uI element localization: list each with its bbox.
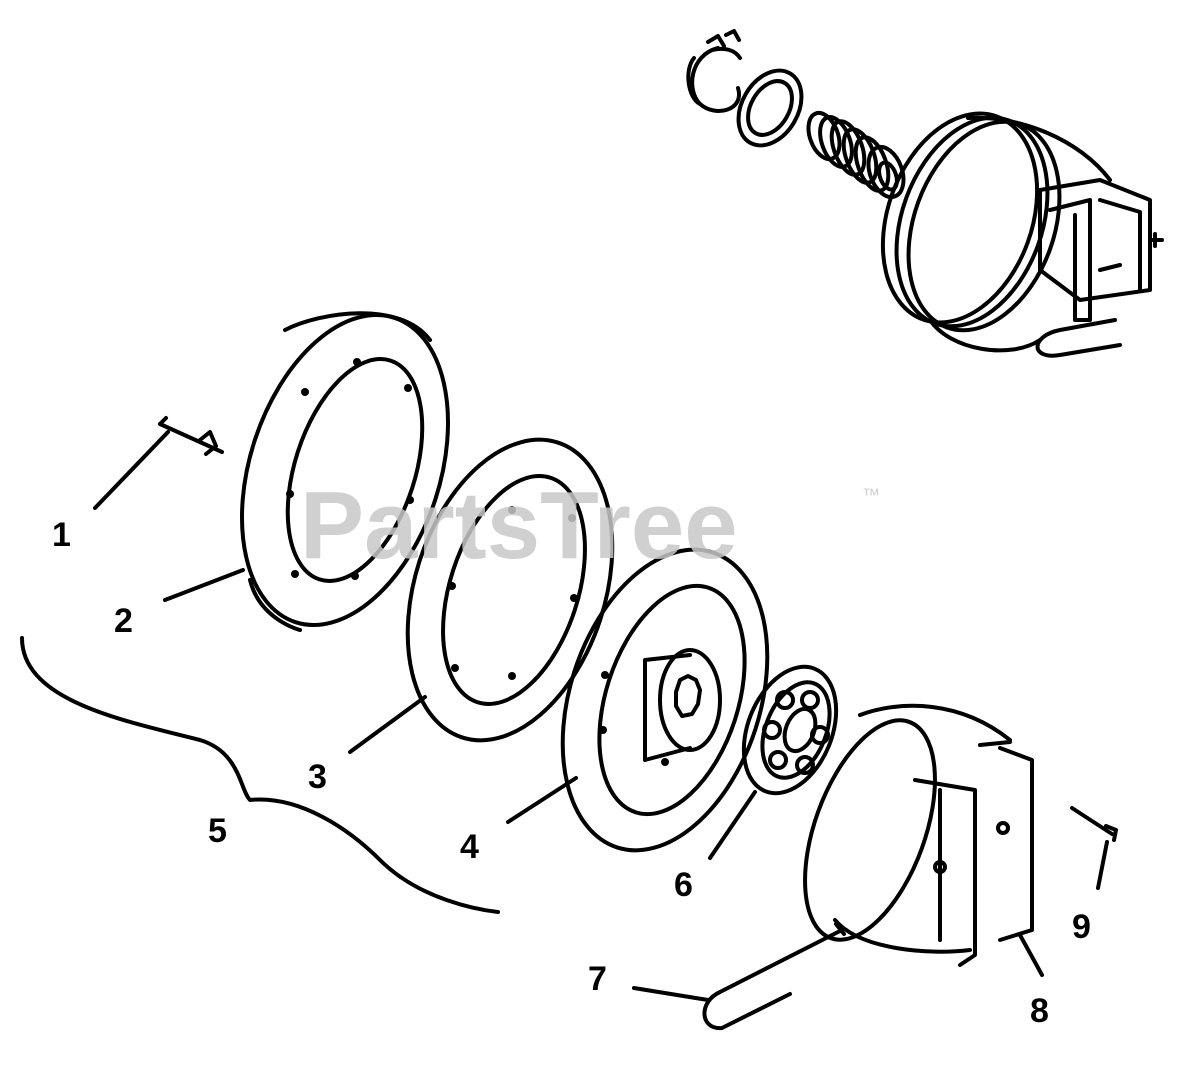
leader-2 bbox=[163, 568, 245, 602]
leader-3 bbox=[348, 695, 427, 754]
part-4-hub-disc bbox=[560, 547, 770, 853]
part-3-plate bbox=[405, 437, 615, 743]
callout-6: 6 bbox=[674, 866, 693, 904]
callout-7: 7 bbox=[588, 960, 607, 998]
part-9-pin bbox=[1070, 806, 1118, 842]
leader-8 bbox=[1018, 933, 1044, 977]
part-8-drum bbox=[803, 703, 1034, 967]
callout-5: 5 bbox=[208, 812, 227, 850]
callout-4: 4 bbox=[460, 828, 479, 866]
callout-9: 9 bbox=[1072, 908, 1091, 946]
part-2-plate bbox=[240, 311, 450, 632]
group-5-brace bbox=[20, 636, 500, 914]
leader-4 bbox=[506, 776, 578, 824]
watermark-text: PartsTree bbox=[300, 472, 738, 579]
callout-8: 8 bbox=[1030, 992, 1049, 1030]
assembled-drum-top bbox=[686, 29, 1164, 358]
leader-9 bbox=[1096, 840, 1109, 890]
leader-7 bbox=[632, 986, 710, 1002]
washer bbox=[736, 68, 804, 148]
leader-1 bbox=[93, 430, 170, 510]
callout-3: 3 bbox=[308, 758, 327, 796]
callout-1: 1 bbox=[52, 516, 71, 554]
part-6-bearing bbox=[741, 664, 839, 796]
leader-6 bbox=[708, 790, 757, 860]
part-7-j-pin bbox=[702, 922, 846, 1031]
spring bbox=[806, 110, 906, 200]
watermark-tm: ™ bbox=[862, 485, 880, 505]
callout-2: 2 bbox=[114, 602, 133, 640]
part-1-pin bbox=[158, 416, 224, 456]
